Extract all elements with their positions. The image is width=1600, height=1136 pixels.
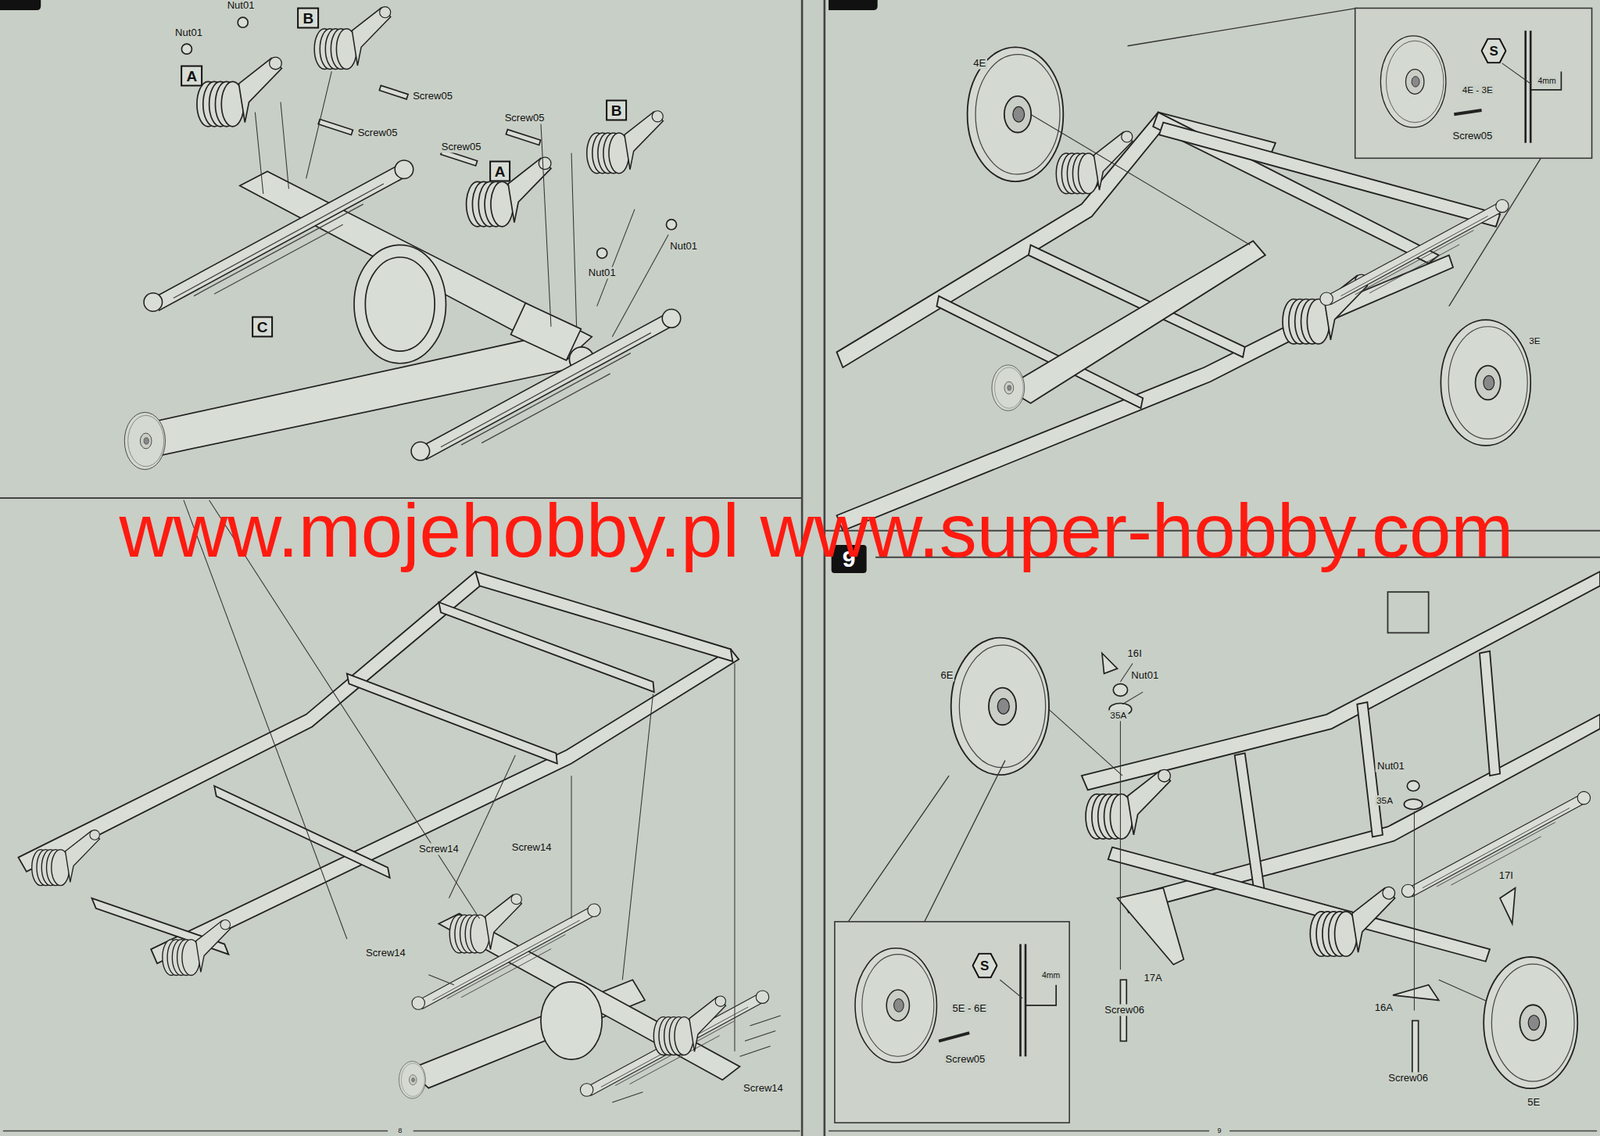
part-number: Screw14 xyxy=(741,1081,785,1094)
callout-number: 17I xyxy=(1497,869,1515,882)
part-number: Screw05 xyxy=(503,112,547,125)
callout-number: 16I xyxy=(1126,647,1144,659)
callout-number: 5E - 6E xyxy=(950,1002,988,1014)
callout-number: 4E - 3E xyxy=(1460,84,1495,96)
part-number: Nut01 xyxy=(225,0,257,11)
part-number: Nut01 xyxy=(587,266,618,279)
callout-number: 4E xyxy=(971,57,988,69)
part-number: Nut01 xyxy=(668,239,699,252)
part-number: Screw05 xyxy=(1450,129,1494,142)
callout-number: 6E xyxy=(939,669,956,682)
node-text: B xyxy=(611,102,623,118)
node-text: A xyxy=(186,68,198,83)
part-group-letter: A xyxy=(181,64,204,86)
callout-number: 17A xyxy=(1142,971,1164,984)
part-number: Screw05 xyxy=(356,126,400,139)
part-number: Screw06 xyxy=(1386,1071,1430,1084)
part-group-letter: B xyxy=(297,7,319,29)
callout-number: 5E xyxy=(1525,1095,1542,1108)
page-number: 9 xyxy=(1216,1126,1224,1135)
node-text: S xyxy=(980,958,989,972)
hex-screwdriver-symbol: S xyxy=(971,952,998,978)
callout-number: 35A xyxy=(1374,794,1395,806)
watermark: www.mojehobby.pl www.super-hobby.com xyxy=(118,493,1514,569)
part-group-letter: C xyxy=(251,315,274,337)
part-group-letter: B xyxy=(605,99,628,121)
node-text: B xyxy=(302,10,314,26)
hex-screwdriver-symbol: S xyxy=(1481,38,1507,65)
part-number: Screw05 xyxy=(411,89,455,102)
node-text: S xyxy=(1489,44,1499,58)
dimension: 4mm xyxy=(1536,76,1558,86)
node-text: A xyxy=(494,164,506,179)
part-number: Screw05 xyxy=(440,140,484,153)
callout-number: 3E xyxy=(1527,335,1542,347)
part-number: Nut01 xyxy=(1129,669,1160,682)
dimension: 4mm xyxy=(1040,970,1062,981)
part-number: Screw05 xyxy=(944,1053,988,1066)
part-number: Screw14 xyxy=(364,947,408,960)
part-number: Screw14 xyxy=(510,841,554,853)
part-group-letter: A xyxy=(489,161,512,183)
callout-number: 35A xyxy=(1108,709,1128,721)
node-text: C xyxy=(257,318,269,334)
part-number: Nut01 xyxy=(1375,760,1407,773)
page-number: 8 xyxy=(396,1126,404,1135)
callout-number: 16A xyxy=(1373,1001,1395,1013)
part-number: Nut01 xyxy=(173,26,205,39)
part-number: Screw14 xyxy=(417,843,461,856)
part-number: Screw06 xyxy=(1102,1004,1146,1017)
